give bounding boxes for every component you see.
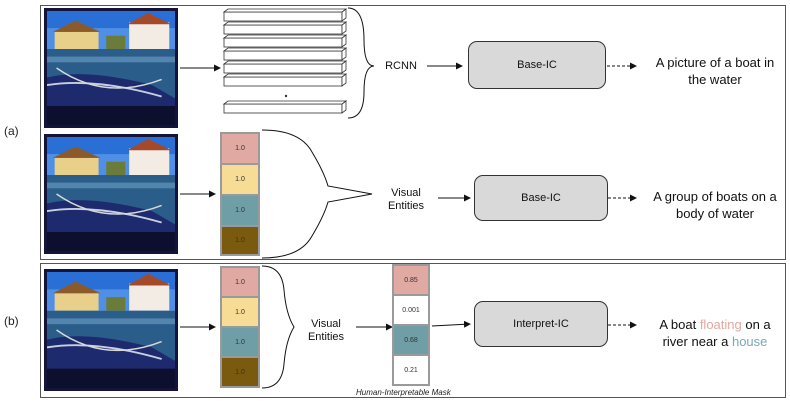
entity-stack-row2: 1.0 1.0 1.0 1.0	[220, 132, 260, 256]
entity-cell: 1.0	[222, 196, 258, 225]
caption-row3-line2: river near a house	[662, 334, 768, 349]
caption-row1: A picture of a boat in the water	[640, 54, 790, 88]
rcnn-proposal-bar-top	[222, 8, 348, 13]
rcnn-region-proposals	[222, 8, 348, 114]
rcnn-proposal-bar	[223, 11, 343, 22]
base-ic-box-row2: Base-IC	[474, 175, 608, 221]
interpretable-mask-stack: 0.85 0.001 0.68 0.21	[392, 264, 430, 386]
caption-row2-line1: A group of boats on a	[653, 189, 777, 204]
boat-photo-row1	[44, 8, 178, 128]
interpret-ic-box: Interpret-IC	[474, 301, 608, 347]
entity-cell: 1.0	[222, 134, 258, 163]
visual-entities-label-row2: Visual Entities	[387, 187, 425, 212]
rcnn-ellipsis-dot	[284, 94, 288, 98]
boat-photo-row3	[44, 269, 178, 391]
caption-row3: A boat floating on a river near a house	[640, 316, 790, 350]
rcnn-proposal-bar-top	[222, 73, 348, 78]
entity-cell: 1.0	[222, 328, 258, 356]
brace-row3	[261, 265, 295, 389]
entity-cell: 1.0	[222, 227, 258, 254]
rcnn-proposal-bar-top	[222, 34, 348, 39]
boat-photo-row2	[44, 134, 178, 254]
entity-cell: 1.0	[222, 165, 258, 194]
panel-b-label: (b)	[4, 314, 19, 328]
rcnn-proposal-bar	[223, 76, 343, 87]
caption-row3-line1: A boat floating on a	[659, 317, 771, 332]
base-ic-box-row1: Base-IC	[468, 41, 606, 89]
rcnn-proposal-bar	[223, 24, 343, 35]
rcnn-label: RCNN	[385, 60, 417, 72]
caption-word-floating: floating	[699, 317, 742, 332]
rcnn-proposal-bar	[223, 103, 343, 114]
entity-cell: 1.0	[222, 298, 258, 326]
panel-b	[40, 263, 786, 398]
caption-row2: A group of boats on a body of water	[640, 188, 790, 222]
entity-cell: 1.0	[222, 358, 258, 386]
rcnn-proposal-bar-top	[222, 47, 348, 52]
panel-a	[40, 5, 786, 260]
rcnn-proposal-bar-top	[222, 21, 348, 26]
base-ic-label-row2: Base-IC	[521, 192, 561, 204]
rcnn-proposal-bar	[223, 63, 343, 74]
rcnn-proposal-bar-top	[222, 60, 348, 65]
mask-cell: 0.001	[394, 296, 428, 324]
caption-word-house: house	[731, 334, 768, 349]
visual-entities-label-row3: Visual Entities	[307, 318, 345, 343]
mask-cell: 0.21	[394, 356, 428, 384]
brace-row2	[261, 129, 373, 259]
rcnn-proposal-bar-top	[222, 100, 348, 105]
mask-title: Human-Interpretable Mask	[356, 388, 451, 397]
mask-cell: 0.68	[394, 326, 428, 354]
caption-row2-line2: body of water	[675, 206, 755, 221]
panel-a-label: (a)	[4, 124, 19, 138]
interpret-ic-label: Interpret-IC	[513, 318, 569, 330]
entity-cell: 1.0	[222, 268, 258, 296]
rcnn-proposal-bar	[223, 37, 343, 48]
base-ic-label-row1: Base-IC	[517, 59, 557, 71]
rcnn-proposal-bar	[223, 50, 343, 61]
entity-stack-row3: 1.0 1.0 1.0 1.0	[220, 266, 260, 388]
caption-row1-line1: A picture of a boat in	[655, 55, 775, 70]
mask-cell: 0.85	[394, 266, 428, 294]
brace-row1	[347, 7, 375, 119]
caption-row1-line2: the water	[688, 72, 742, 87]
